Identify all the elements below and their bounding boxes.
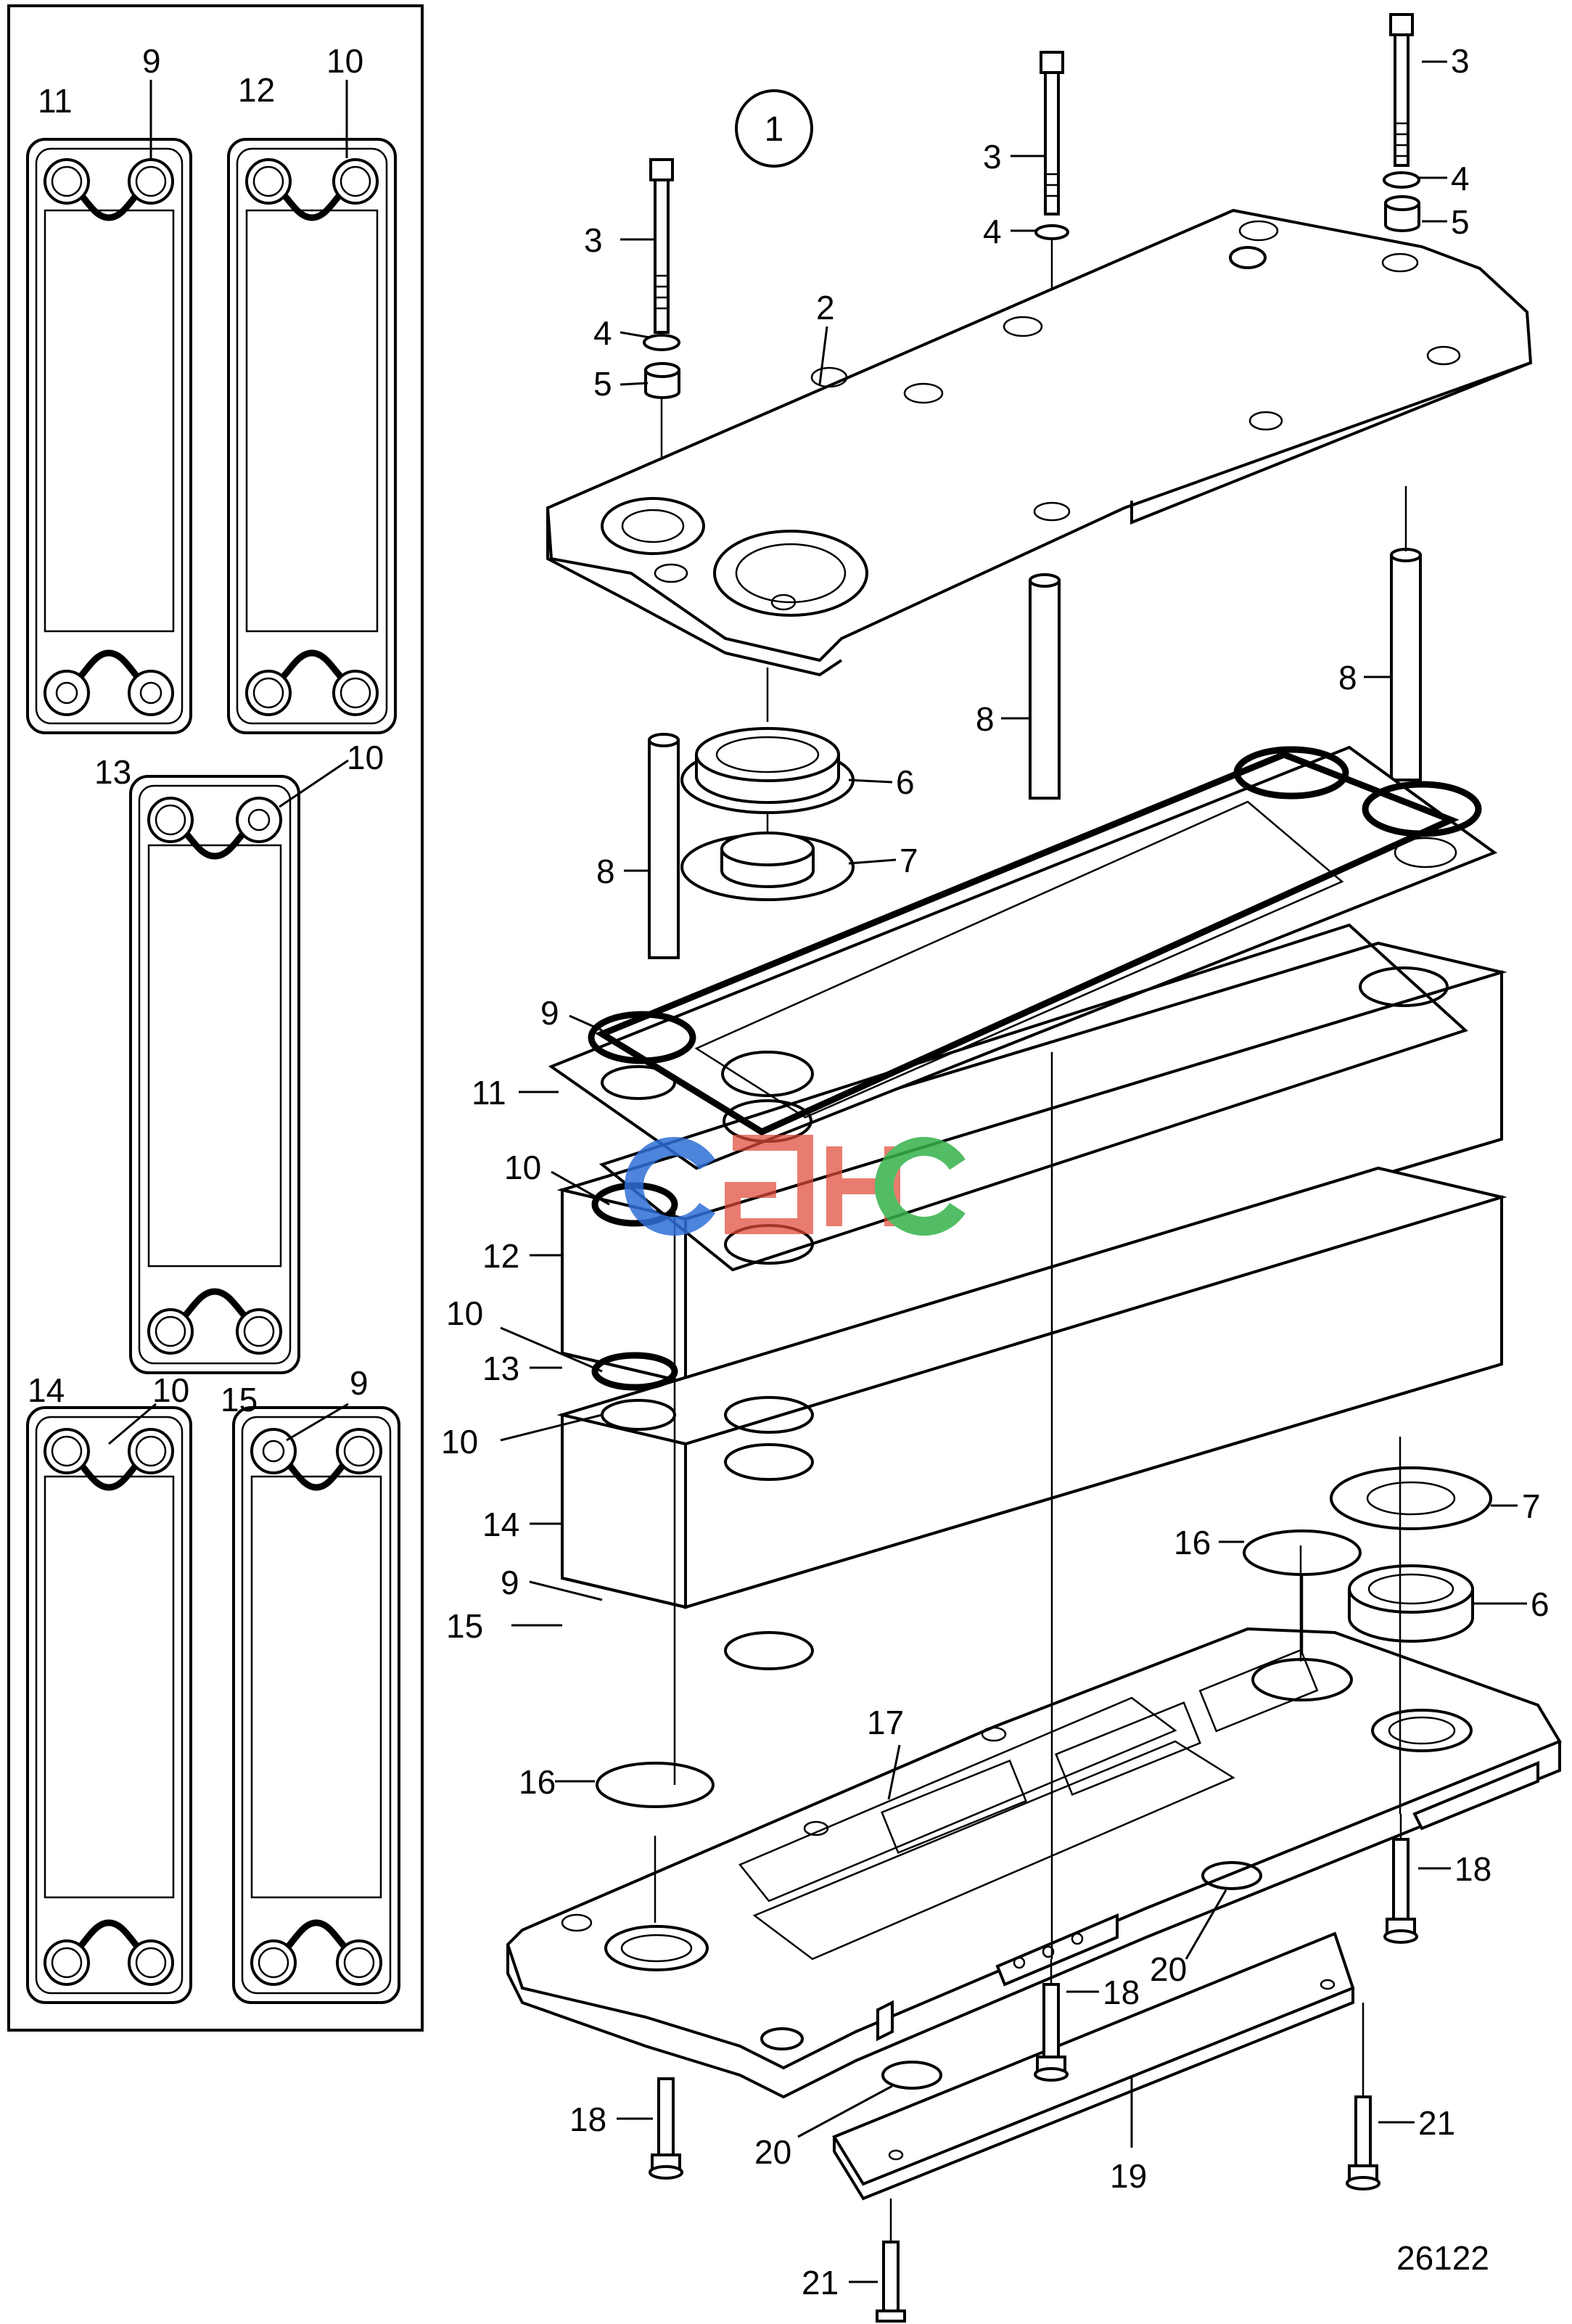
callout-6-lower: 6 — [1531, 1585, 1550, 1623]
callout-10-b: 10 — [446, 1294, 483, 1332]
inset-label-10-b: 10 — [347, 739, 384, 776]
callout-9-upper: 9 — [540, 994, 559, 1032]
callout-18-left: 18 — [569, 2101, 606, 2138]
callout-18-right: 18 — [1454, 1850, 1491, 1888]
inset-label-12: 12 — [238, 71, 275, 109]
callout-19: 19 — [1110, 2157, 1147, 2195]
inset-plate-12 — [227, 138, 397, 734]
svg-text:1: 1 — [765, 110, 784, 149]
upper-port-seals — [680, 668, 855, 901]
callout-20-right: 20 — [1150, 1950, 1187, 1988]
bottom-frame-plate — [506, 1574, 1562, 2099]
callout-6-upper: 6 — [896, 763, 915, 801]
callout-4-left: 4 — [593, 314, 612, 352]
inset-plate-14 — [26, 1406, 192, 2004]
drawing-number: 26122 — [1396, 2239, 1489, 2277]
callout-7-lower: 7 — [1522, 1487, 1541, 1525]
plate-stack-lower — [556, 1166, 1507, 1670]
ghc-watermark: GHC — [624, 1135, 966, 1236]
callout-20-left: 20 — [754, 2133, 791, 2171]
callout-17: 17 — [867, 1704, 904, 1741]
inset-plate-15 — [232, 1406, 400, 2004]
callout-10-c: 10 — [441, 1423, 478, 1461]
callout-14: 14 — [482, 1506, 519, 1543]
top-bolts — [643, 13, 1420, 508]
callout-16-left: 16 — [519, 1763, 556, 1801]
callout-21-right: 21 — [1418, 2104, 1455, 2142]
guide-bars — [648, 486, 1422, 959]
inset-label-14: 14 — [28, 1371, 65, 1409]
inset-label-11-a: 11 — [38, 82, 73, 120]
callout-7-upper: 7 — [900, 842, 918, 879]
callout-2: 2 — [816, 289, 835, 327]
callout-8-mid: 8 — [976, 700, 995, 738]
callout-15: 15 — [446, 1607, 483, 1645]
callout-18-mid: 18 — [1103, 1974, 1140, 2011]
callout-12: 12 — [482, 1237, 519, 1275]
inset-label-9-a: 9 — [142, 42, 161, 80]
callout-11: 11 — [472, 1074, 506, 1112]
view-badge: 1 — [735, 89, 813, 168]
inset-label-15: 15 — [221, 1381, 258, 1418]
callout-9-lower: 9 — [501, 1564, 519, 1601]
inset-label-9-b: 9 — [350, 1364, 369, 1402]
callout-3-mid: 3 — [983, 138, 1002, 176]
callout-4-mid: 4 — [983, 213, 1002, 250]
callout-10-a: 10 — [504, 1149, 541, 1186]
callout-13: 13 — [482, 1350, 519, 1387]
flange-bolts — [649, 1814, 1418, 2323]
callout-16-right: 16 — [1174, 1524, 1211, 1561]
callout-3-left: 3 — [584, 221, 603, 259]
inset-plate-13 — [129, 775, 300, 1374]
callout-8-right: 8 — [1338, 659, 1357, 697]
callout-labels: 3 3 3 2 4 4 4 5 5 6 7 8 8 8 9 11 10 12 1… — [441, 42, 1550, 2302]
svg-text:GHC: GHC — [834, 1175, 836, 1176]
callout-5-right: 5 — [1451, 203, 1470, 241]
leader-lines — [500, 60, 1527, 2283]
callout-5-left: 5 — [593, 365, 612, 403]
inset-label-10-a: 10 — [326, 42, 363, 80]
inset-plate-11 — [26, 138, 192, 734]
callout-4-right: 4 — [1451, 160, 1470, 197]
callout-8-left: 8 — [596, 853, 615, 890]
inset-label-10-c: 10 — [152, 1371, 189, 1409]
top-frame-plate — [546, 208, 1533, 677]
inset-label-13: 13 — [94, 753, 131, 791]
top-gasket-plate — [548, 745, 1498, 1170]
bottom-bracket — [832, 1861, 1355, 2201]
plate-inset-panel: 11 9 12 10 13 10 14 10 15 9 — [7, 4, 424, 2032]
callout-21-left: 21 — [802, 2264, 839, 2302]
callout-3-right: 3 — [1451, 42, 1470, 80]
